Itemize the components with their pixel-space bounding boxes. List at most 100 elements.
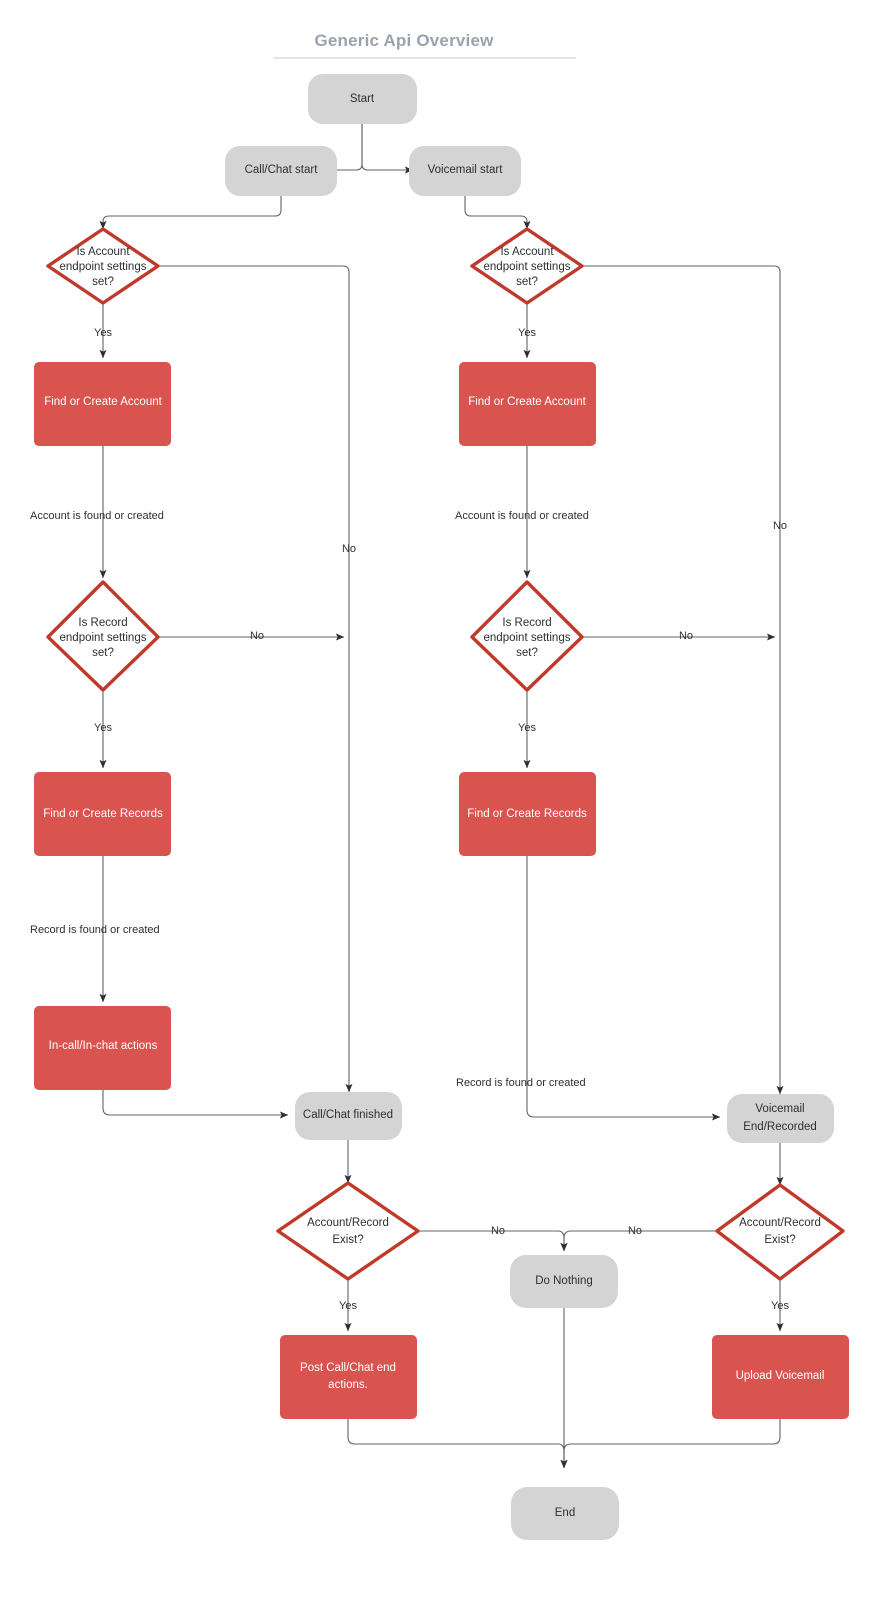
node-is-record-endpoint-right-shape xyxy=(470,580,584,692)
node-is-record-endpoint-left-line2: endpoint settings xyxy=(60,632,147,644)
node-is-account-endpoint-left-line1: Is Account xyxy=(76,246,130,258)
node-account-record-exist-left-shape xyxy=(276,1181,420,1281)
edge-label-account-found-right: Account is found or created xyxy=(455,510,589,522)
node-find-or-create-records-right-label: Find or Create Records xyxy=(467,808,587,820)
node-start-label: Start xyxy=(350,93,375,105)
node-find-or-create-records-right-shape xyxy=(459,772,596,856)
node-is-account-endpoint-right-line3: set? xyxy=(516,276,538,288)
node-start[interactable]: Start xyxy=(308,74,417,124)
node-voicemail-start[interactable]: Voicemail start xyxy=(409,146,521,196)
node-post-call-chat-end-actions[interactable]: Post Call/Chat end actions. xyxy=(280,1335,417,1419)
node-post-call-chat-end-actions-line2: actions. xyxy=(328,1379,368,1391)
node-upload-voicemail-shape xyxy=(712,1335,849,1419)
node-account-record-exist-right-line2: Exist? xyxy=(764,1234,795,1246)
edge-acctdec-no-left xyxy=(157,265,353,1093)
node-in-call-in-chat-actions[interactable]: In-call/In-chat actions xyxy=(34,1006,171,1090)
node-account-record-exist-right-shape xyxy=(715,1183,845,1281)
node-post-call-chat-end-actions-shape xyxy=(280,1335,417,1419)
node-find-or-create-account-right-shape xyxy=(459,362,596,446)
edge-label-exist-yes-right: Yes xyxy=(771,1300,789,1312)
node-do-nothing-label: Do Nothing xyxy=(535,1275,593,1287)
edge-callchat-to-acctdec-left xyxy=(99,196,282,230)
node-is-record-endpoint-right-line1: Is Record xyxy=(502,617,551,629)
node-account-record-exist-left[interactable]: Account/Record Exist? xyxy=(276,1181,420,1281)
node-voicemail-end-recorded-line2: End/Recorded xyxy=(743,1121,817,1133)
edge-label-rec-yes-left: Yes xyxy=(94,722,112,734)
node-find-or-create-account-left-label: Find or Create Account xyxy=(44,396,162,408)
edge-voicemail-to-acctdec-right xyxy=(464,196,531,230)
edge-layer xyxy=(99,124,784,1469)
node-is-account-endpoint-right-shape xyxy=(470,227,584,305)
node-voicemail-end-recorded-shape xyxy=(727,1094,834,1143)
node-start-shape xyxy=(308,74,417,124)
node-call-chat-finished-shape xyxy=(295,1092,402,1140)
node-account-record-exist-right-line1: Account/Record xyxy=(739,1217,821,1229)
node-in-call-in-chat-actions-label: In-call/In-chat actions xyxy=(49,1040,158,1052)
node-voicemail-end-recorded-line1: Voicemail xyxy=(755,1103,804,1115)
node-voicemail-end-recorded[interactable]: Voicemail End/Recorded xyxy=(727,1094,834,1143)
edge-incall-to-callchatfinished xyxy=(102,1090,289,1119)
node-is-record-endpoint-left-line3: set? xyxy=(92,647,114,659)
node-account-record-exist-left-line1: Account/Record xyxy=(307,1217,389,1229)
node-end[interactable]: End xyxy=(511,1487,619,1540)
edge-label-acct-yes-left: Yes xyxy=(94,327,112,339)
node-is-account-endpoint-left-line2: endpoint settings xyxy=(60,261,147,273)
node-is-record-endpoint-left[interactable]: Is Record endpoint settings set? xyxy=(46,580,160,692)
node-is-record-endpoint-right-line2: endpoint settings xyxy=(484,632,571,644)
node-find-or-create-records-right[interactable]: Find or Create Records xyxy=(459,772,596,856)
node-is-account-endpoint-left[interactable]: Is Account endpoint settings set? xyxy=(46,227,160,305)
node-find-or-create-account-right-label: Find or Create Account xyxy=(468,396,586,408)
node-call-chat-start-shape xyxy=(225,146,337,196)
node-voicemail-start-shape xyxy=(409,146,521,196)
node-is-account-endpoint-left-shape xyxy=(46,227,160,305)
node-end-label: End xyxy=(555,1507,575,1519)
node-call-chat-start[interactable]: Call/Chat start xyxy=(225,146,337,196)
node-find-or-create-account-left[interactable]: Find or Create Account xyxy=(34,362,171,446)
edge-label-acct-yes-right: Yes xyxy=(518,327,536,339)
node-find-or-create-account-right[interactable]: Find or Create Account xyxy=(459,362,596,446)
edge-label-acct-no-right: No xyxy=(773,520,787,532)
edge-label-layer: Yes No Yes No Account is found or create… xyxy=(30,327,789,1312)
edge-start-to-voicemail xyxy=(361,124,414,174)
edge-label-account-found-left: Account is found or created xyxy=(30,510,164,522)
edge-label-record-found-right: Record is found or created xyxy=(456,1077,586,1089)
node-upload-voicemail[interactable]: Upload Voicemail xyxy=(712,1335,849,1419)
node-find-or-create-records-left-label: Find or Create Records xyxy=(43,808,163,820)
node-find-or-create-records-left[interactable]: Find or Create Records xyxy=(34,772,171,856)
edge-uploadvoicemail-to-end xyxy=(560,1419,781,1469)
edge-findrec-to-voicemailend xyxy=(526,856,721,1121)
node-is-record-endpoint-right[interactable]: Is Record endpoint settings set? xyxy=(470,580,584,692)
edge-label-rec-no-left: No xyxy=(250,630,264,642)
page-title: Generic Api Overview xyxy=(314,31,494,50)
node-is-record-endpoint-left-shape xyxy=(46,580,160,692)
edge-existdec-no-right xyxy=(560,1230,721,1252)
edge-label-rec-yes-right: Yes xyxy=(518,722,536,734)
node-find-or-create-records-left-shape xyxy=(34,772,171,856)
node-find-or-create-account-left-shape xyxy=(34,362,171,446)
node-end-shape xyxy=(511,1487,619,1540)
node-is-account-endpoint-right-line1: Is Account xyxy=(500,246,554,258)
node-account-record-exist-right[interactable]: Account/Record Exist? xyxy=(715,1183,845,1281)
node-is-record-endpoint-right-line3: set? xyxy=(516,647,538,659)
node-do-nothing-shape xyxy=(510,1255,618,1308)
edge-label-record-found-left: Record is found or created xyxy=(30,924,160,936)
edge-label-rec-no-right: No xyxy=(679,630,693,642)
node-account-record-exist-left-line2: Exist? xyxy=(332,1234,363,1246)
node-call-chat-start-label: Call/Chat start xyxy=(245,164,319,176)
node-is-account-endpoint-right[interactable]: Is Account endpoint settings set? xyxy=(470,227,584,305)
edge-postcall-to-end xyxy=(347,1419,568,1469)
node-in-call-in-chat-actions-shape xyxy=(34,1006,171,1090)
node-is-account-endpoint-right-line2: endpoint settings xyxy=(484,261,571,273)
edge-label-exist-no-right: No xyxy=(628,1225,642,1237)
node-is-record-endpoint-left-line1: Is Record xyxy=(78,617,127,629)
node-voicemail-start-label: Voicemail start xyxy=(428,164,504,176)
edge-acctdec-no-right xyxy=(581,265,784,1095)
node-is-account-endpoint-left-line3: set? xyxy=(92,276,114,288)
node-do-nothing[interactable]: Do Nothing xyxy=(510,1255,618,1308)
node-call-chat-finished[interactable]: Call/Chat finished xyxy=(295,1092,402,1140)
node-upload-voicemail-label: Upload Voicemail xyxy=(736,1370,825,1382)
edge-label-acct-no-left: No xyxy=(342,543,356,555)
edge-label-exist-yes-left: Yes xyxy=(339,1300,357,1312)
